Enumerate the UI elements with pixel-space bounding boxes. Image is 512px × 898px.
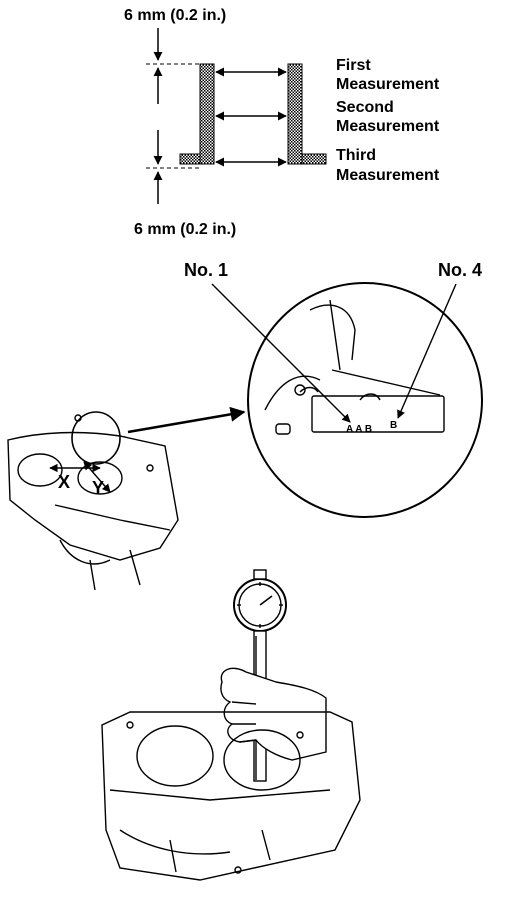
right-cylinder-wall <box>287 63 303 165</box>
bore-measurement-diagram: 6 mm (0.2 in.) 6 mm (0.2 in.) First Meas… <box>124 7 440 238</box>
axis-y-label: Y <box>92 478 104 498</box>
stamped-code-letters: A A B <box>346 424 372 435</box>
engine-block-detail-diagram: X Y A A B B No. 1 No. 4 <box>7 260 483 591</box>
magnified-detail-features <box>264 299 445 435</box>
axis-x-label: X <box>58 472 70 492</box>
third-label-line2: Measurement <box>336 167 440 184</box>
second-label-line2: Measurement <box>336 118 440 135</box>
cylinder-no-4-leader <box>397 283 457 419</box>
hand-sketch <box>220 667 327 761</box>
right-wall-flange <box>301 153 327 165</box>
cylinder-no-1-leader <box>211 283 351 423</box>
cylinder-no-1-label: No. 1 <box>184 260 228 280</box>
first-label-line2: Measurement <box>336 76 440 93</box>
magnify-leader-arrow <box>127 406 246 434</box>
stamped-code-letter-last: B <box>390 420 397 431</box>
detail-source-circle <box>71 411 121 465</box>
bore-gauge-diagram <box>101 569 361 881</box>
magnified-detail-circle <box>247 282 483 518</box>
left-wall-flange <box>179 153 201 165</box>
first-label-line1: First <box>336 57 371 74</box>
lower-engine-block-sketch <box>101 711 361 881</box>
second-label-line1: Second <box>336 99 394 116</box>
y-axis-arrow <box>83 461 111 493</box>
engine-block-sketch <box>7 414 179 591</box>
cylinder-no-4-label: No. 4 <box>438 260 482 280</box>
left-cylinder-wall <box>199 63 215 165</box>
top-dimension-label: 6 mm (0.2 in.) <box>124 7 226 24</box>
bottom-dimension-label: 6 mm (0.2 in.) <box>134 221 236 238</box>
third-label-line1: Third <box>336 147 376 164</box>
